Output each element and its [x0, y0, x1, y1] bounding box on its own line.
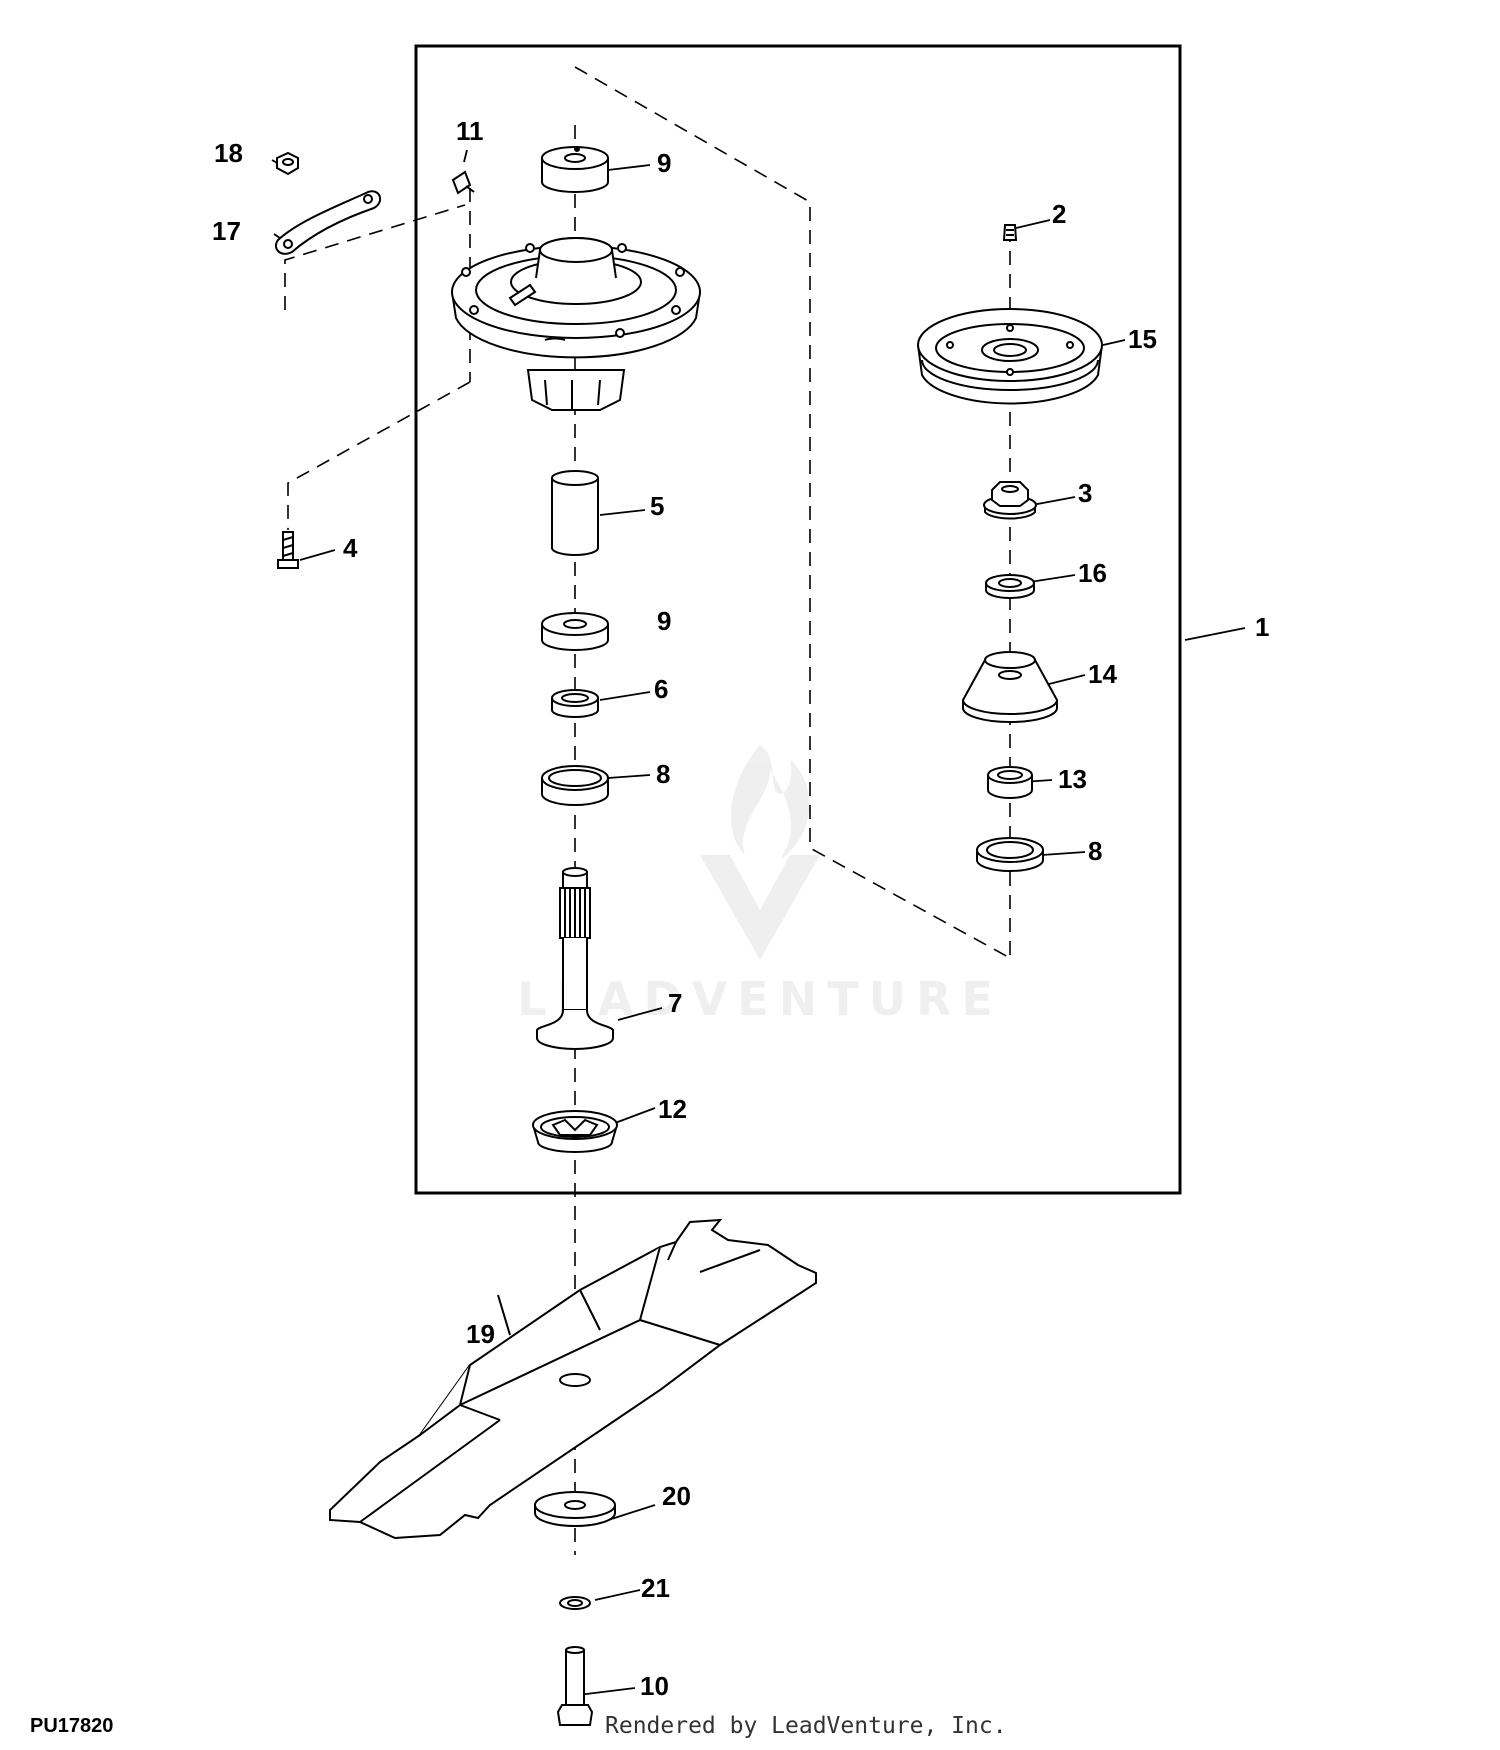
shield-part: [962, 651, 1058, 723]
seal-right: [976, 837, 1044, 872]
watermark: LEADVENTURE: [517, 745, 1003, 1026]
callout-13: 13: [1058, 764, 1087, 794]
callout-11: 11: [456, 116, 484, 146]
callout-8-left: 8: [656, 759, 670, 789]
callout-9-top: 9: [657, 148, 671, 178]
pulley-part: [917, 308, 1103, 405]
callout-7: 7: [668, 988, 682, 1018]
bearing-lower-part: [987, 766, 1033, 799]
bearing-cup-lower: [541, 612, 609, 651]
lock-washer-part: [985, 574, 1035, 599]
spacer-tube-part: [551, 470, 599, 556]
seal-left: [541, 765, 609, 806]
callout-21: 21: [641, 1573, 670, 1603]
watermark-text: LEADVENTURE: [517, 972, 1003, 1026]
washer-part: [534, 1491, 616, 1527]
callout-16: 16: [1078, 558, 1107, 588]
flange-nut-part: [983, 481, 1037, 520]
callout-8-right: 8: [1088, 836, 1102, 866]
blade-bolt-part: [556, 1646, 594, 1726]
callout-5: 5: [650, 491, 664, 521]
callout-18: 18: [214, 138, 243, 168]
callout-6: 6: [654, 674, 668, 704]
grease-fitting-part: [1002, 224, 1018, 241]
callout-4: 4: [343, 533, 358, 563]
lock-washer-small-part: [559, 1596, 591, 1610]
screw-part: [277, 531, 299, 569]
diagram-id: PU17820: [30, 1715, 114, 1737]
callout-labels: 1 2 3 4 5 6 7 8 8 9 9 10 11 12 13 14 15 …: [212, 116, 1269, 1701]
callout-17: 17: [212, 216, 241, 246]
callout-20: 20: [662, 1481, 691, 1511]
callout-leaders: [271, 149, 1246, 1696]
callout-3: 3: [1078, 478, 1092, 508]
bracket-part: [274, 190, 382, 255]
assembly-border: [414, 44, 1182, 1195]
callout-2: 2: [1052, 199, 1066, 229]
mower-blade-part: [329, 1218, 817, 1540]
render-credit: Rendered by LeadVenture, Inc.: [605, 1713, 1007, 1739]
callout-14: 14: [1088, 659, 1117, 689]
callout-12: 12: [658, 1094, 687, 1124]
spindle-housing: [451, 237, 701, 411]
blade-hub-cup-part: [532, 1110, 618, 1153]
bearing-part: [551, 689, 599, 718]
bearing-cup-top: [541, 146, 609, 193]
callout-1: 1: [1255, 612, 1269, 642]
spindle-shaft-part: [536, 867, 614, 1050]
nut-part: [276, 151, 299, 176]
grease-fitting-small-part: [451, 170, 475, 195]
callout-19: 19: [466, 1319, 495, 1349]
callout-10: 10: [640, 1671, 669, 1701]
callout-9-lower: 9: [657, 606, 671, 636]
callout-15: 15: [1128, 324, 1157, 354]
